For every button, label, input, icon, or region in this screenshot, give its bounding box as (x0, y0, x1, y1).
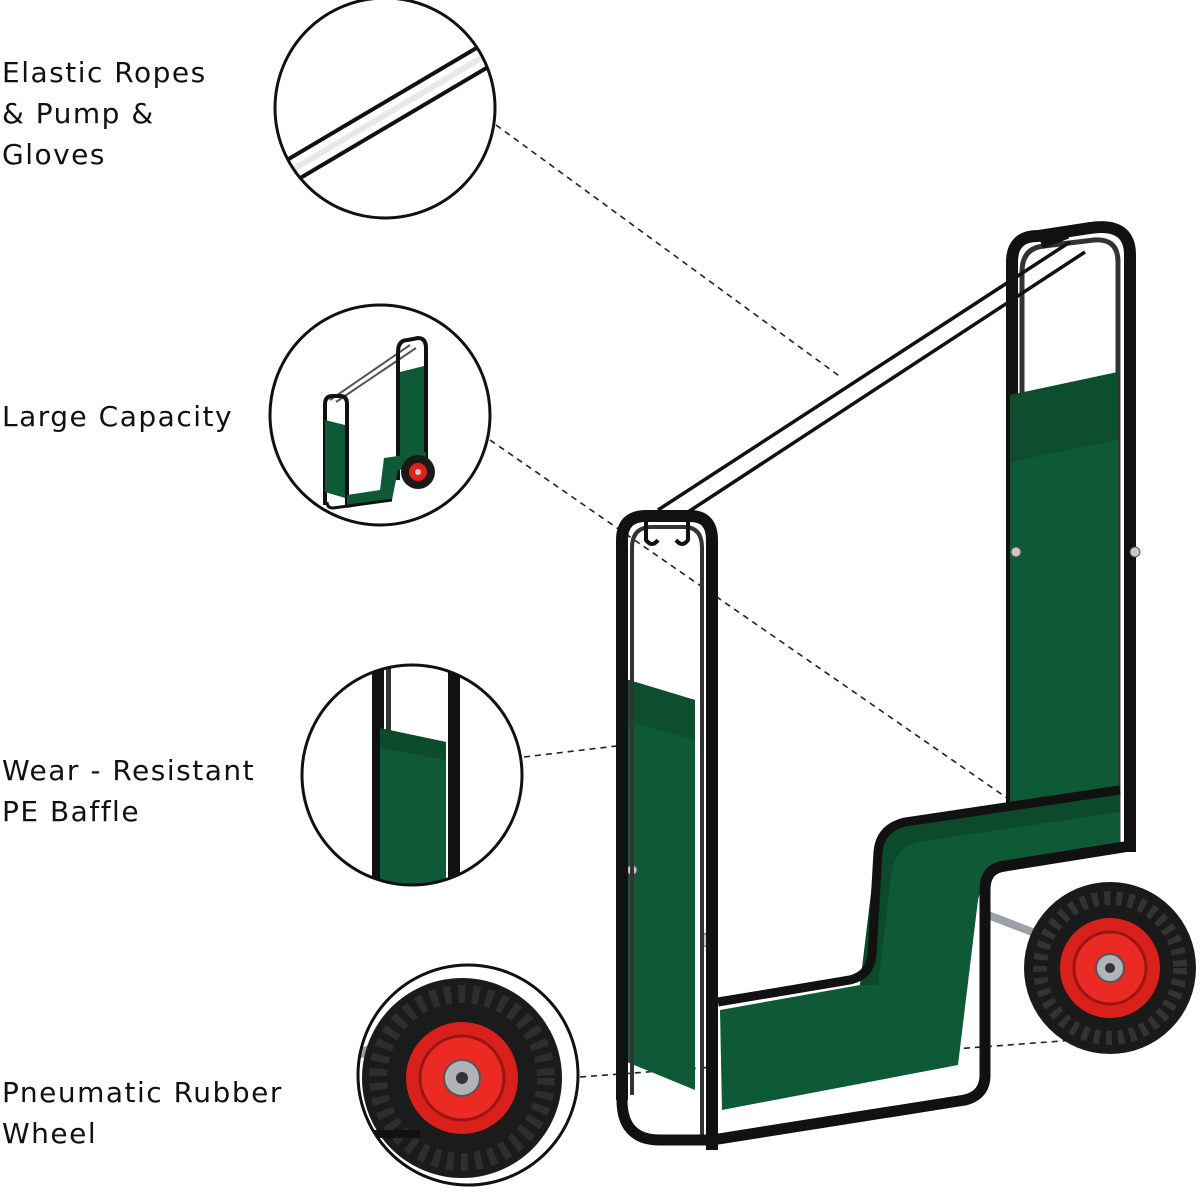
base-frame-icon (711, 840, 1131, 1146)
rear-wheel-icon (1024, 882, 1196, 1054)
bottom-fabric-panel (720, 790, 1120, 1110)
wheel-detail-icon (356, 963, 580, 1187)
rope-detail-icon (273, 0, 497, 220)
callout-label-rubber-wheel: Pneumatic Rubber Wheel (2, 1072, 283, 1154)
rear-fabric-panel (1010, 372, 1118, 830)
rear-frame-icon (1006, 221, 1136, 852)
callout-line: Gloves (2, 138, 106, 171)
callout-line: Pneumatic Rubber (2, 1076, 283, 1109)
leader-line-ropes (495, 124, 843, 379)
callout-label-pe-baffle: Wear - Resistant PE Baffle (2, 750, 255, 832)
baffle-detail-icon (300, 663, 524, 887)
elastic-rope-icon (657, 240, 1086, 514)
callout-line: Wheel (2, 1117, 98, 1150)
callout-line: Large Capacity (2, 400, 234, 433)
callout-label-elastic-ropes: Elastic Ropes & Pump & Gloves (2, 52, 207, 175)
callout-line: Elastic Ropes (2, 56, 207, 89)
front-fabric-panel (622, 678, 695, 1090)
front-frame-icon (616, 510, 718, 1150)
callout-line: Wear - Resistant (2, 754, 256, 787)
callout-line: PE Baffle (2, 795, 141, 828)
cart-thumbnail-icon (268, 303, 492, 527)
leader-line-capacity (489, 439, 1011, 801)
log-cart (616, 221, 1196, 1150)
callout-line: & Pump & (2, 97, 155, 130)
callout-label-large-capacity: Large Capacity (2, 396, 233, 437)
